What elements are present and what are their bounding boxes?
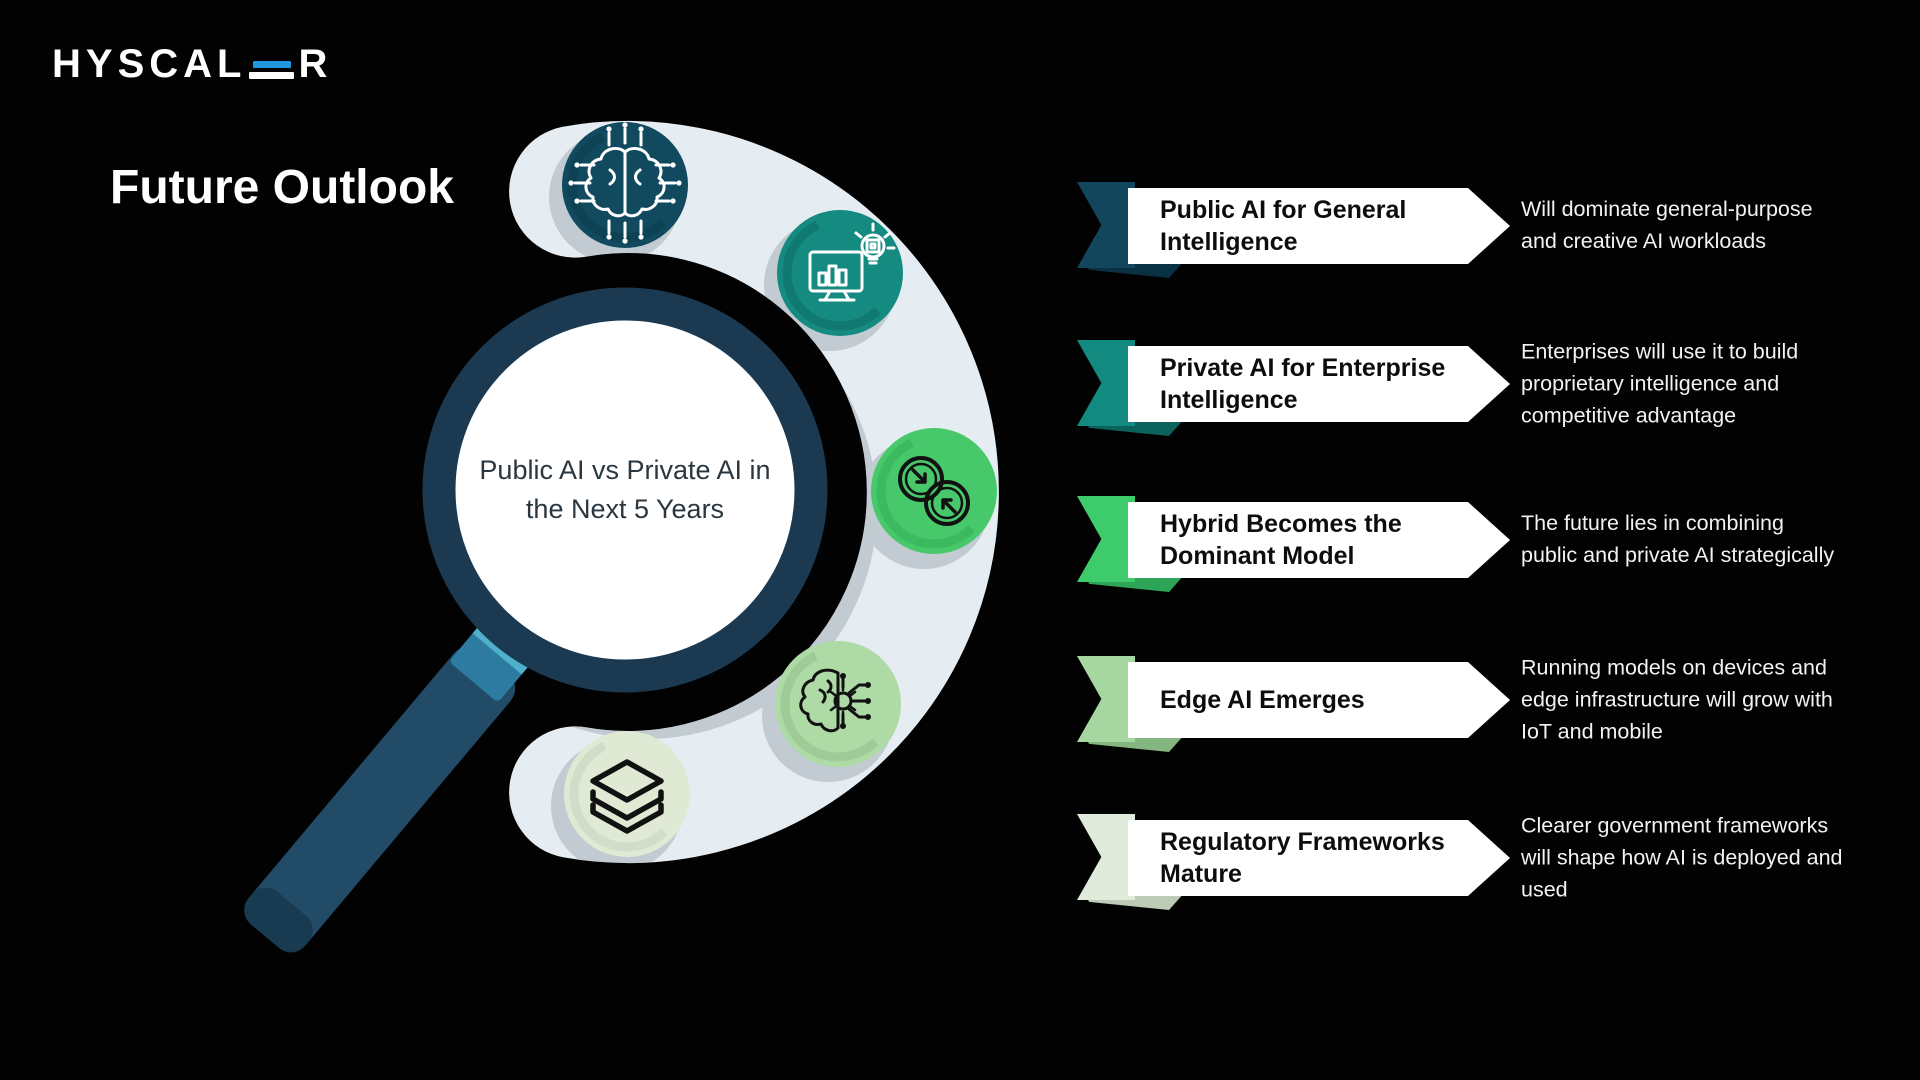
item-banner: Hybrid Becomes the Dominant Model (1128, 502, 1510, 578)
step-circle-3 (871, 428, 997, 554)
item-banner: Public AI for General Intelligence (1128, 188, 1510, 264)
flag-marker (1077, 182, 1135, 268)
flag-marker (1077, 340, 1135, 426)
lens-caption: Public AI vs Private AI in the Next 5 Ye… (479, 454, 771, 524)
item-label: Regulatory Frameworks Mature (1160, 827, 1445, 888)
page-title: Future Outlook (110, 161, 454, 214)
flag-marker (1077, 656, 1135, 742)
item-description: Enterprises will use it to build proprie… (1521, 339, 1799, 427)
hybrid-venn-icon (898, 456, 970, 526)
outlook-item-3: Hybrid Becomes the Dominant Model The fu… (1077, 492, 1867, 592)
flag-marker (1077, 496, 1135, 582)
item-banner: Private AI for Enterprise Intelligence (1128, 346, 1510, 422)
item-description: Will dominate general-purpose and creati… (1521, 197, 1813, 253)
item-description: The future lies in combining public and … (1521, 511, 1835, 567)
logo-e-white-bar (249, 71, 295, 79)
ai-brain-icon (568, 122, 682, 244)
item-label: Hybrid Becomes the Dominant Model (1160, 509, 1402, 570)
item-description: Clearer government frameworks will shape… (1521, 813, 1843, 901)
edge-brain-circuit-icon (799, 668, 871, 733)
item-label: Public AI for General Intelligence (1160, 195, 1407, 256)
logo-text-prefix: HYSCAL (52, 42, 247, 86)
logo-e-blue-bar (253, 60, 292, 68)
analytics-monitor-icon (808, 222, 896, 302)
logo-text-suffix: R (298, 42, 333, 86)
logo-e-glyph (249, 48, 295, 82)
item-description: Running models on devices and edge infra… (1521, 655, 1833, 743)
magnifier-handle (243, 619, 534, 953)
flag-marker (1077, 814, 1135, 900)
step-circle-5 (564, 731, 690, 857)
item-banner: Edge AI Emerges (1128, 662, 1510, 738)
outlook-item-2: Private AI for Enterprise Intelligence E… (1077, 336, 1867, 436)
item-label: Edge AI Emerges (1160, 685, 1365, 714)
outlook-item-4: Edge AI Emerges Running models on device… (1077, 652, 1867, 752)
outlook-item-5: Regulatory Frameworks Mature Clearer gov… (1077, 810, 1867, 910)
item-banner: Regulatory Frameworks Mature (1128, 820, 1510, 896)
outlook-item-1: Public AI for General Intelligence Will … (1077, 178, 1867, 278)
brand-logo: HYSCAL R (52, 42, 332, 87)
item-label: Private AI for Enterprise Intelligence (1160, 353, 1446, 414)
layers-icon (590, 759, 664, 834)
magnifier-lens (422, 287, 828, 693)
